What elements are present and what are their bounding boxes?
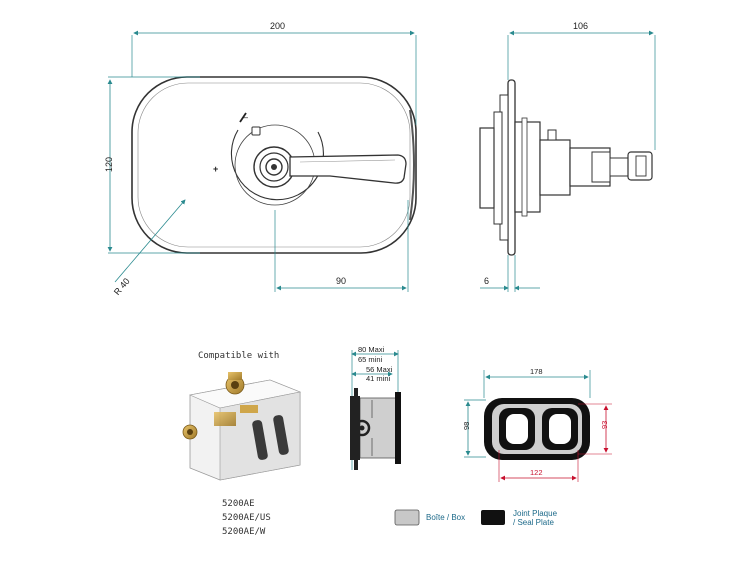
legend-box-swatch — [394, 509, 420, 526]
front-view: – + R 40 200 120 90 — [104, 21, 417, 297]
minus-symbol: – — [243, 112, 248, 122]
compatible-section: Compatible with 5200AE 5200AE/US 5200AE/… — [182, 351, 302, 537]
legend-seal-swatch — [481, 510, 505, 525]
legend-seal-label-1: Joint Plaque — [513, 509, 558, 518]
model-3: 5200AE/W — [222, 527, 266, 537]
legend-seal-label-2: / Seal Plate — [513, 518, 554, 527]
dim-seal-bottom: 122 — [530, 468, 543, 477]
seal-front-view: 178 98 93 122 — [462, 367, 612, 482]
side-view: 106 6 — [479, 21, 656, 292]
legend: Boîte / Box Joint Plaque / Seal Plate — [394, 509, 558, 527]
dim-max-1: 80 Maxi — [358, 345, 385, 354]
plus-symbol: + — [213, 164, 218, 174]
faceplate-inner-outline — [137, 82, 411, 248]
dim-offset: 90 — [336, 276, 346, 286]
valve-body — [479, 127, 495, 209]
model-1: 5200AE — [222, 499, 255, 509]
dim-radius: R 40 — [112, 276, 132, 297]
dim-seal-right: 93 — [600, 421, 609, 429]
dim-height: 120 — [104, 157, 114, 172]
dim-min-1: 65 mini — [358, 355, 383, 364]
seal-side-black — [395, 392, 401, 464]
dim-depth: 106 — [573, 21, 588, 31]
dim-min-2: 41 mini — [366, 374, 391, 383]
dim-plate: 6 — [484, 276, 489, 286]
dim-width: 200 — [270, 21, 285, 31]
box-side-grey — [359, 397, 397, 459]
side-plate — [507, 79, 516, 256]
dim-max-2: 56 Maxi — [366, 365, 393, 374]
dim-seal-top: 178 — [530, 367, 543, 376]
dim-seal-left: 98 — [462, 422, 471, 430]
legend-box-label: Boîte / Box — [426, 513, 465, 522]
rough-in-box-render — [182, 372, 302, 481]
compatible-heading: Compatible with — [198, 351, 279, 361]
box-side-view: 80 Maxi 65 mini 56 Maxi 41 mini — [350, 345, 401, 470]
model-2: 5200AE/US — [222, 513, 271, 523]
lever-handle — [289, 154, 407, 184]
